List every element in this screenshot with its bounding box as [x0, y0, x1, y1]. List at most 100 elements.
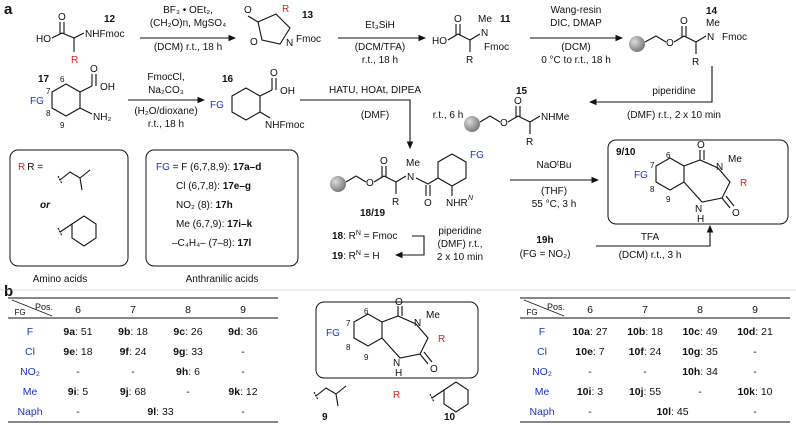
center-product-structure: O N Me R O N H FG 6 7 8 9 [315, 297, 479, 379]
yield-cell: - [241, 366, 245, 378]
svg-text:R: R [740, 178, 747, 189]
reagent-5a: piperidine [652, 86, 696, 97]
svg-text:Me: Me [426, 310, 440, 321]
label-13: 13 [302, 10, 314, 21]
reagent-3c: (DCM) [561, 42, 590, 53]
svg-text:Me: Me [728, 154, 742, 165]
resin-bead-icon [330, 176, 346, 192]
yield-cell: 9b: 18 [118, 326, 148, 338]
svg-text:O: O [430, 364, 438, 375]
yield-cell: - [241, 406, 245, 418]
yield-cell: 10j: 55 [629, 386, 661, 398]
label-17: 17 [38, 74, 50, 85]
svg-text:O: O [500, 118, 508, 129]
panel-label-a: a [4, 1, 13, 18]
svg-text:NHMe: NHMe [541, 112, 570, 123]
reagent-2c: r.t., 18 h [362, 55, 398, 66]
svg-text:N: N [468, 195, 474, 202]
svg-text:8: 8 [346, 343, 351, 352]
yield-cell: - [241, 346, 245, 358]
header-fg: FG [14, 308, 25, 317]
compound-14: O O R N Me Fmoc 14 [629, 6, 747, 68]
svg-text:9: 9 [322, 412, 328, 423]
svg-text:R: R [282, 4, 289, 15]
yield-cell: 9l: 33 [147, 406, 173, 418]
reagent-5b: (DMF) r.t., 2 x 10 min [627, 110, 721, 121]
yield-cell: 9g: 33 [173, 346, 203, 358]
amino-acids-caption: Amino acids [33, 274, 87, 285]
row-header-fg: Naph [529, 406, 554, 418]
svg-text:O: O [244, 5, 252, 16]
yield-cell: 10f: 24 [629, 346, 662, 358]
svg-text:O: O [454, 14, 462, 25]
svg-text:O: O [666, 38, 674, 49]
svg-text:O: O [90, 64, 98, 75]
column-header: 7 [130, 304, 136, 316]
svg-text:8: 8 [46, 109, 51, 118]
svg-text:9: 9 [666, 195, 671, 204]
svg-text:FG: FG [326, 328, 340, 339]
svg-text:R: R [438, 334, 445, 345]
svg-text:7: 7 [650, 161, 655, 170]
header-fg: FG [526, 308, 537, 317]
svg-text:O: O [366, 178, 374, 189]
svg-text:Fmoc: Fmoc [722, 32, 747, 43]
row-header-fg: NO₂ [532, 366, 552, 378]
svg-text:HO: HO [432, 36, 447, 47]
row-header-fg: F [27, 326, 33, 338]
yield-cell: 10b: 18 [627, 326, 663, 338]
svg-text:19: RN = H: 19: RN = H [332, 250, 380, 262]
label-14: 14 [706, 6, 718, 17]
svg-text:Fmoc: Fmoc [296, 34, 321, 45]
row-header-fg: Naph [17, 406, 42, 418]
svg-text:Me: Me [406, 158, 420, 169]
compound-16: 16 O OH NHFmoc FG [210, 68, 304, 131]
svg-text:6: 6 [60, 75, 65, 84]
reagent-9b: (DCM) r.t., 3 h [619, 250, 682, 261]
yield-cell: - [76, 406, 80, 418]
svg-text:18: RN = Fmoc: 18: RN = Fmoc [332, 230, 397, 242]
column-header: 8 [185, 304, 191, 316]
compound-17: 17 O OH NH₂ FG 6 7 8 9 [30, 64, 115, 130]
reagent-1b: (CH₂O)n, MgSO₄ [150, 18, 226, 29]
reagent-3b: DIC, DMAP [550, 18, 602, 29]
svg-text:R: R [526, 137, 533, 148]
svg-text:OH: OH [100, 82, 115, 93]
arrow-9 [596, 224, 714, 247]
yield-cell: 9d: 36 [228, 326, 258, 338]
reagent-6c: r.t., 6 h [433, 110, 464, 121]
svg-text:N: N [481, 28, 488, 39]
svg-text:O: O [680, 16, 688, 27]
deprotection-legend: 18: RN = Fmoc 19: RN = H [332, 230, 425, 262]
yield-cell: 10g: 35 [682, 346, 718, 358]
svg-text:O: O [380, 156, 388, 167]
compound-11: HO O R N Me Fmoc 11 [432, 14, 511, 66]
svg-text:R: R [392, 197, 399, 208]
svg-text:FG: FG [210, 100, 224, 111]
yield-cell: 9k: 12 [228, 386, 257, 398]
svg-text:FG = F (6,7,8,9): 17a–d: FG = F (6,7,8,9): 17a–d [156, 162, 261, 173]
svg-text:HO: HO [36, 34, 51, 45]
header-pos: Pos. [547, 302, 565, 312]
yield-cell: 9a: 51 [63, 326, 92, 338]
reagent-7c: 55 °C, 3 h [532, 199, 577, 210]
svg-text:N: N [716, 162, 723, 173]
yield-cell: 9h: 6 [176, 366, 200, 378]
yield-cell: 10d: 21 [737, 326, 773, 338]
svg-text:Me: Me [706, 18, 720, 29]
arrow-7 [300, 99, 414, 150]
svg-text:O: O [250, 37, 258, 48]
svg-text:N: N [407, 172, 414, 183]
yield-cell: 10a: 27 [572, 326, 607, 338]
svg-text:FG: FG [30, 96, 44, 107]
label-18-19: 18/19 [360, 208, 385, 219]
reagent-4c: (H₂O/dioxane) [134, 106, 197, 117]
svg-text:O: O [732, 208, 740, 219]
column-header: 8 [697, 304, 703, 316]
column-header: 6 [587, 304, 593, 316]
reagent-2b: (DCM/TFA) [355, 42, 406, 53]
yield-cell: 10l: 45 [656, 406, 688, 418]
